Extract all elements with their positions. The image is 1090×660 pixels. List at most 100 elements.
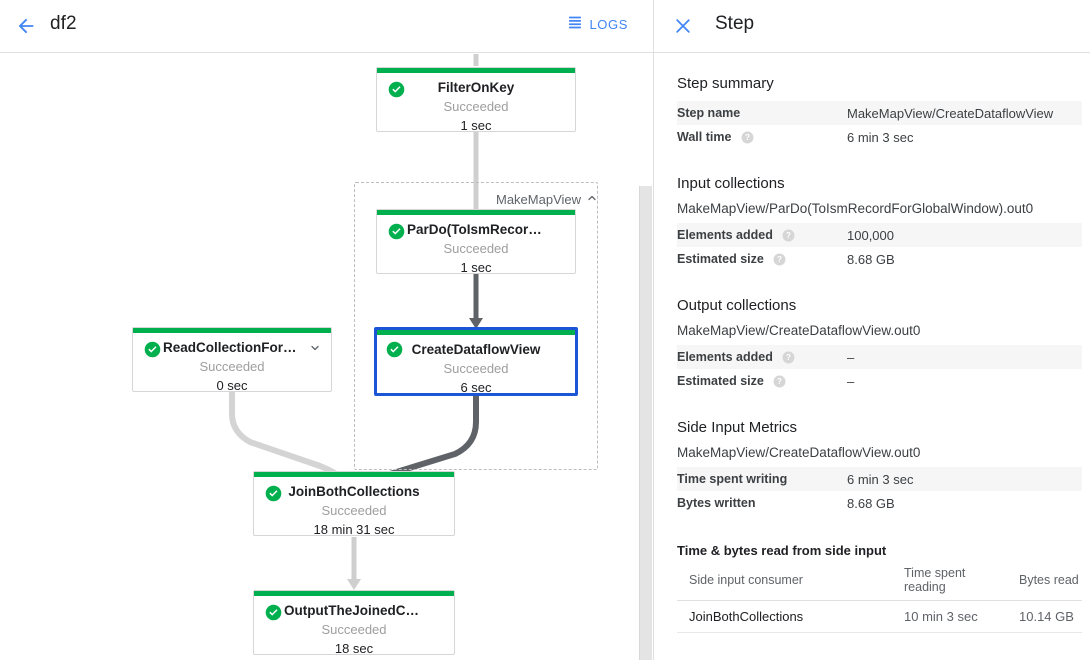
help-icon[interactable]: ? — [773, 253, 786, 266]
row-key: Elements added ? — [677, 345, 847, 369]
page-title: df2 — [50, 13, 77, 34]
row-value: 100,000 — [847, 223, 1082, 247]
table-row: Step name MakeMapView/CreateDataflowView — [677, 101, 1082, 125]
node-status: Succeeded — [321, 503, 387, 518]
top-bar: df2 LOGS — [0, 0, 653, 53]
pipeline-graph-canvas[interactable]: MakeMapView FilterOnKey Succeeded — [0, 54, 653, 660]
node-status-bar — [377, 330, 575, 335]
row-value: – — [847, 345, 1082, 369]
node-time: 1 sec — [460, 118, 492, 133]
section-heading-output-collections: Output collections — [677, 297, 797, 314]
cell-bytes-read: 10.14 GB — [1007, 600, 1082, 633]
pane-divider — [653, 0, 654, 660]
graph-node-join-both-collections[interactable]: JoinBothCollections Succeeded 18 min 31 … — [253, 471, 455, 537]
list-icon — [567, 14, 583, 35]
node-status-bar — [254, 472, 454, 477]
node-status: Succeeded — [443, 99, 509, 114]
help-icon[interactable]: ? — [741, 131, 754, 144]
graph-node-output-the-joined-collec[interactable]: OutputTheJoinedCollec… Succeeded 18 sec — [253, 590, 455, 656]
row-key-text: Estimated size — [677, 252, 764, 266]
section-heading-input-collections: Input collections — [677, 175, 785, 192]
graph-pane: df2 LOGS — [0, 0, 653, 660]
row-key-text: Estimated size — [677, 374, 764, 388]
node-time: 6 sec — [460, 380, 492, 395]
check-circle-icon — [386, 341, 403, 358]
node-time: 18 sec — [334, 641, 374, 656]
graph-node-filter-on-key[interactable]: FilterOnKey Succeeded 1 sec — [376, 67, 576, 133]
node-status-bar — [254, 591, 454, 596]
node-title: ParDo(ToIsmRecordFor… — [407, 222, 572, 237]
node-status: Succeeded — [443, 241, 509, 256]
row-key: Elements added ? — [677, 223, 847, 247]
chevron-down-icon[interactable] — [307, 340, 323, 356]
group-makemapview-label[interactable]: MakeMapView — [496, 192, 598, 207]
section-heading-side-input-metrics: Side Input Metrics — [677, 419, 798, 436]
chevron-up-icon[interactable] — [586, 192, 598, 207]
check-circle-icon — [265, 485, 282, 502]
row-key: Bytes written — [677, 496, 756, 510]
table-row: Estimated size ? – — [677, 369, 1082, 393]
row-key: Wall time ? — [677, 125, 847, 149]
row-value: – — [847, 373, 855, 389]
arrow-left-icon[interactable] — [12, 12, 40, 40]
close-icon[interactable] — [670, 13, 696, 39]
row-key-text: Elements added — [677, 228, 773, 242]
side-input-reads-table: Side input consumer Time spent reading B… — [677, 562, 1082, 633]
node-status: Succeeded — [321, 622, 387, 637]
group-label-text: MakeMapView — [496, 192, 582, 207]
check-circle-icon — [265, 604, 282, 621]
node-title: CreateDataflowView — [411, 342, 541, 357]
panel-title: Step — [715, 13, 755, 34]
row-value: 8.68 GB — [847, 495, 895, 511]
panel-body: Step summary Step name MakeMapView/Creat… — [654, 53, 1090, 633]
node-status: Succeeded — [443, 361, 509, 376]
graph-node-pardo-toismrecordfor[interactable]: ParDo(ToIsmRecordFor… Succeeded 1 sec — [376, 209, 576, 275]
node-time: 0 sec — [216, 378, 248, 393]
table-row: Elements added ? – — [677, 345, 1082, 369]
input-collections-table: Elements added ? 100,000 Estimated size — [677, 223, 1082, 271]
node-status-bar — [377, 210, 575, 215]
svg-text:?: ? — [777, 377, 782, 386]
graph-node-create-dataflow-view[interactable]: CreateDataflowView Succeeded 6 sec — [374, 327, 578, 396]
help-icon[interactable]: ? — [773, 375, 786, 388]
cell-side-input-consumer: JoinBothCollections — [677, 600, 892, 633]
step-details-panel: Step Step summary Step name MakeMapView/… — [654, 0, 1090, 660]
help-icon[interactable]: ? — [782, 229, 795, 242]
side-input-collection-name: MakeMapView/CreateDataflowView.out0 — [677, 445, 921, 460]
check-circle-icon — [144, 341, 161, 358]
help-icon[interactable]: ? — [782, 351, 795, 364]
node-title: ReadCollectionForJoin — [163, 340, 311, 355]
cell-time-spent-reading: 10 min 3 sec — [892, 600, 1007, 633]
column-header-bytes-read: Bytes read — [1007, 562, 1082, 601]
graph-scrollbar-thumb[interactable] — [639, 186, 652, 660]
node-status: Succeeded — [199, 359, 265, 374]
row-key-text: Elements added — [677, 350, 773, 364]
svg-text:?: ? — [786, 231, 791, 240]
section-heading-step-summary: Step summary — [677, 75, 774, 92]
row-key: Estimated size ? — [677, 247, 847, 271]
row-key: Step name — [677, 101, 847, 125]
node-title: OutputTheJoinedCollec… — [284, 603, 450, 618]
table-row: Estimated size ? 8.68 GB — [677, 247, 1082, 271]
input-collection-name: MakeMapView/ParDo(ToIsmRecordForGlobalWi… — [677, 201, 1034, 216]
node-time: 1 sec — [460, 260, 492, 275]
logs-label: LOGS — [589, 17, 628, 32]
column-header-time-spent-reading: Time spent reading — [892, 562, 1007, 601]
step-summary-table: Step name MakeMapView/CreateDataflowView… — [677, 101, 1082, 149]
output-collections-table: Elements added ? – Estimated size — [677, 345, 1082, 393]
node-title: FilterOnKey — [437, 80, 515, 95]
svg-text:?: ? — [745, 133, 750, 142]
subsection-heading-side-input-reads: Time & bytes read from side input — [677, 543, 887, 558]
graph-node-read-collection-for-join[interactable]: ReadCollectionForJoin Succeeded 0 sec — [132, 327, 332, 393]
logs-button[interactable]: LOGS — [567, 14, 628, 35]
row-value: 8.68 GB — [847, 251, 895, 267]
node-title: JoinBothCollections — [288, 484, 420, 499]
table-row: Elements added ? 100,000 — [677, 223, 1082, 247]
table-header-row: Side input consumer Time spent reading B… — [677, 562, 1082, 601]
group-makemapview[interactable] — [354, 182, 598, 470]
table-row: Wall time ? 6 min 3 sec — [677, 125, 1082, 149]
svg-text:?: ? — [786, 353, 791, 362]
table-row: Bytes written 8.68 GB — [677, 491, 1082, 515]
node-time: 18 min 31 sec — [313, 522, 395, 537]
panel-header: Step — [654, 0, 1090, 53]
